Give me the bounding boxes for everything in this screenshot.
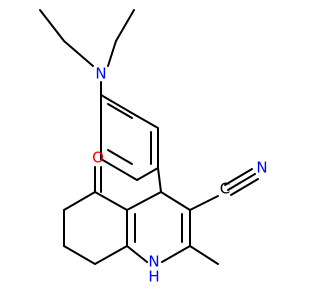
molecule-canvas: N C N O N H (39, 9, 268, 286)
c8-c8a-bond (94, 245, 128, 265)
benzene-bond-5 (100, 158, 138, 181)
c2-n1-bond (161, 245, 191, 263)
ring-nitrogen-label: N (148, 253, 159, 271)
c4a-c4-bond (126, 191, 162, 211)
amine-nitrogen-label: N (95, 65, 106, 83)
ring-nh-hydrogen-label: H (148, 268, 159, 286)
nitrile-triple-bond-b (230, 178, 259, 196)
nitrile-nitrogen-label: N (256, 159, 267, 177)
c5-c6-bond (63, 191, 96, 211)
nitrile-c-bond (189, 195, 219, 211)
ketone-oxygen-label: O (92, 149, 104, 167)
c4-c3-bond (160, 191, 191, 211)
aryl-c4-bond (157, 167, 162, 193)
c7-c8-bond (63, 245, 96, 265)
benzene-bond-4 (136, 167, 159, 181)
c4a-c5-bond (94, 191, 128, 211)
benzene-bond-1 (100, 94, 138, 117)
ethyl-left-ch3-ch2-bond (39, 9, 65, 42)
structure-diagram: N C N O N H (39, 9, 268, 286)
benzene-bond-2 (136, 115, 159, 129)
benzene-inner-bond-3 (107, 149, 133, 165)
nitrile-carbon-label: C (220, 180, 230, 198)
n1-c8a-bond (126, 245, 148, 263)
nitrile-triple-bond-a (227, 173, 256, 191)
nitrile-triple-bond-c (224, 168, 253, 186)
methyl-bond (189, 245, 219, 265)
ethyl-right-ch3-ch2-bond (115, 9, 135, 42)
benzene-inner-bond-1 (107, 103, 133, 119)
ethyl-right-ch2-n-bond (107, 40, 117, 67)
ethyl-left-ch2-n-bond (63, 40, 94, 67)
